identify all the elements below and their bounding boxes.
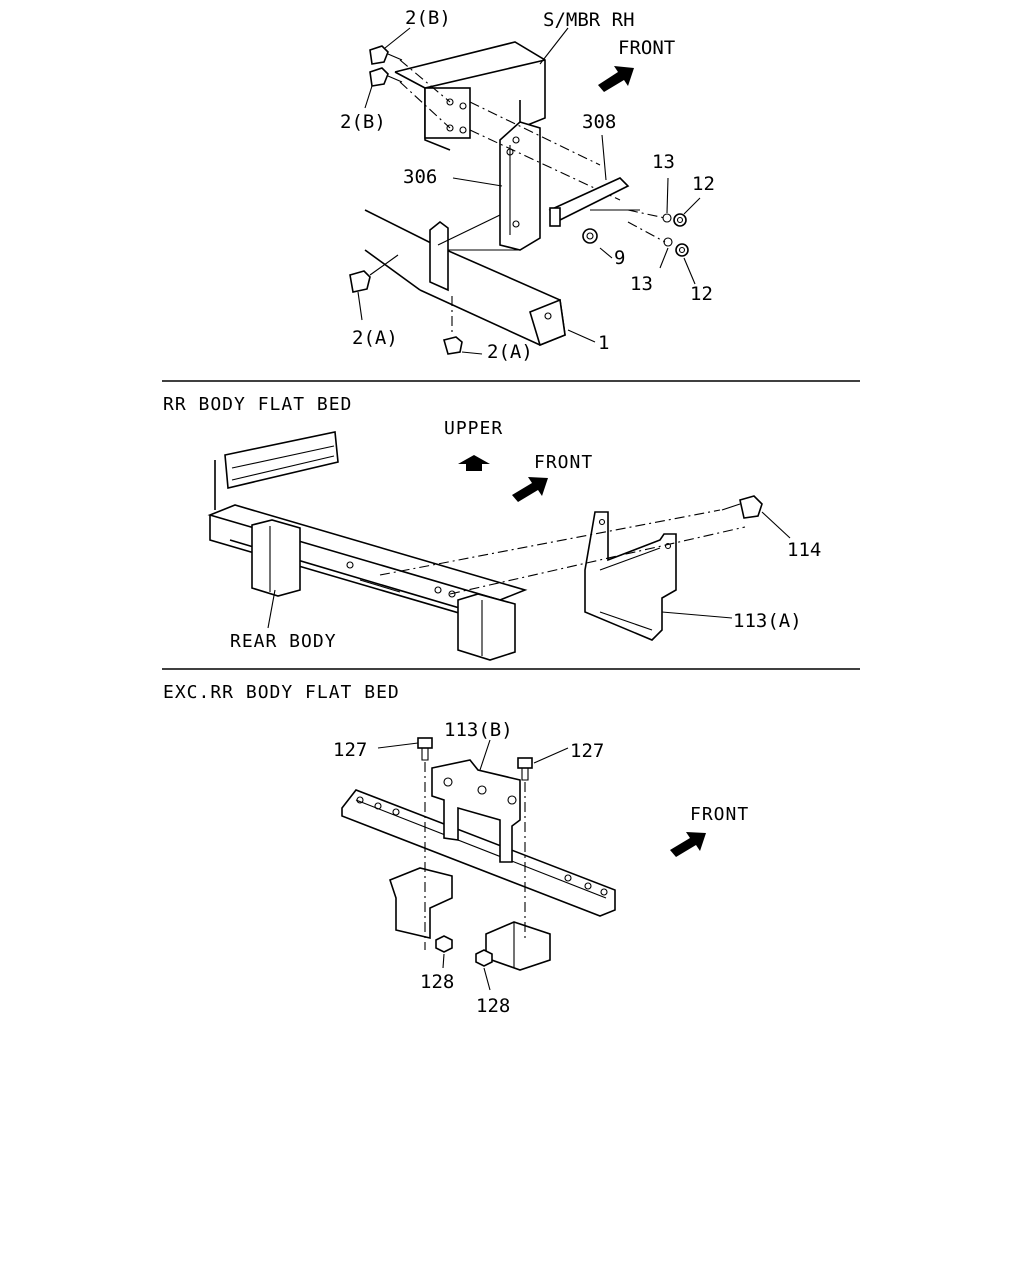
washer-icon (663, 237, 673, 247)
bolt-icon (517, 757, 533, 781)
label-part-128-right: 128 (476, 995, 510, 1017)
label-part-12-top: 12 (692, 173, 715, 195)
section-exc-rr-body-flat-bed: EXC.RR BODY FLAT BED (163, 682, 749, 1017)
label-rear-body: REAR BODY (230, 631, 337, 652)
label-bolt-a-bottom: 2(A) (487, 341, 533, 363)
label-part-306: 306 (403, 166, 437, 188)
label-part-127-left: 127 (333, 739, 367, 761)
nut-icon (675, 243, 689, 257)
label-part-128-left: 128 (420, 971, 454, 993)
section-side-member-bracket: 2(B) 2(B) S/MBR RH FRONT 308 306 13 12 9… (340, 7, 715, 363)
front-arrow-icon (670, 832, 706, 857)
bolt-icon (369, 67, 403, 87)
bolt-icon (721, 495, 763, 519)
label-part-13-top: 13 (652, 151, 675, 173)
front-arrow-icon (512, 477, 548, 502)
washer-icon (662, 213, 672, 223)
label-front: FRONT (618, 37, 675, 59)
nut-icon (673, 213, 687, 227)
label-front: FRONT (690, 804, 749, 825)
label-part-113a: 113(A) (733, 610, 802, 632)
label-part-113b: 113(B) (444, 719, 513, 741)
bolt-icon (417, 737, 433, 761)
nut-icon (435, 935, 453, 953)
section-header: EXC.RR BODY FLAT BED (163, 682, 400, 703)
label-part-13-bottom: 13 (630, 273, 653, 295)
label-bolt-b-top: 2(B) (405, 7, 451, 29)
label-bolt-a-left: 2(A) (352, 327, 398, 349)
nut-icon (475, 949, 493, 967)
section-header: RR BODY FLAT BED (163, 394, 352, 415)
bolt-icon (443, 296, 463, 355)
label-upper: UPPER (444, 418, 503, 439)
label-part-12-bottom: 12 (690, 283, 713, 305)
upper-arrow-icon (458, 455, 490, 471)
label-bolt-b-bottom: 2(B) (340, 111, 386, 133)
label-part-308: 308 (582, 111, 616, 133)
bolt-icon (349, 254, 399, 293)
label-part-1: 1 (598, 332, 609, 354)
section-rr-body-flat-bed: RR BODY FLAT BED (163, 394, 821, 661)
label-part-114: 114 (787, 539, 821, 561)
nut-icon (582, 228, 598, 244)
label-part-127-right: 127 (570, 740, 604, 762)
front-arrow-icon (598, 66, 634, 92)
label-side-member: S/MBR RH (543, 9, 635, 31)
label-front: FRONT (534, 452, 593, 473)
bolt-icon (369, 45, 403, 65)
label-part-9: 9 (614, 247, 625, 269)
